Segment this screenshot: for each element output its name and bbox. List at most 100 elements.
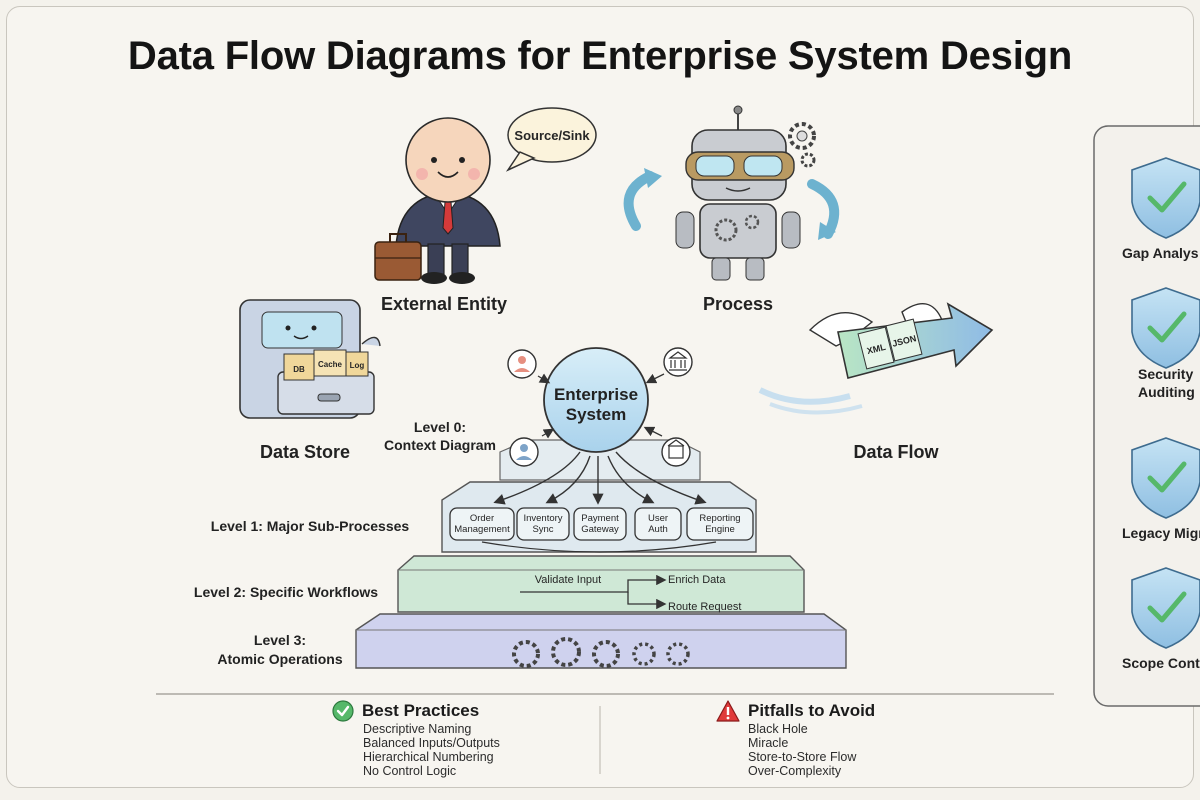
folder-cache: Cache	[313, 349, 347, 377]
workflow-enrich-data: Enrich Data	[668, 574, 726, 586]
gear-icon	[666, 642, 690, 666]
workflow-validate-input: Validate Input	[535, 574, 601, 586]
best-practices-panel: Best Practices Descriptive Naming Balanc…	[332, 700, 592, 778]
pitfall-item: Store-to-Store Flow	[748, 750, 857, 764]
center-sphere: Enterprise System	[543, 347, 649, 453]
sidebar-item-label: Gap Analys	[1122, 245, 1199, 261]
best-practices-list: Descriptive Naming Balanced Inputs/Outpu…	[332, 722, 592, 778]
shield-check-icon	[1131, 287, 1200, 369]
context-entities	[507, 347, 693, 467]
data-store-figure: DB Cache Log Data Store	[239, 299, 381, 462]
sidebar-item-label: Auditing	[1138, 384, 1195, 400]
best-practice-item: No Control Logic	[363, 764, 457, 778]
warning-icon	[716, 700, 740, 722]
sidebar-item: Legacy Migra	[1122, 437, 1200, 541]
level2-label: Level 2: Specific Workflows	[194, 584, 378, 600]
process-figure: Process	[623, 105, 840, 314]
level1-label: Level 1: Major Sub-Processes	[211, 518, 410, 534]
best-practice-item: Hierarchical Numbering	[363, 750, 494, 764]
best-practice-item: Descriptive Naming	[363, 722, 472, 736]
best-practices-heading-row: Best Practices	[332, 700, 592, 722]
process-label: Process	[703, 294, 773, 314]
json-document: JSON	[885, 318, 923, 362]
gear-icon	[592, 640, 620, 668]
shield-check-icon	[1131, 567, 1200, 649]
sidebar-item-label: Security	[1138, 366, 1193, 382]
folder-db-label: DB	[293, 365, 305, 374]
sidebar-item: Scope Cont	[1122, 567, 1200, 671]
pitfall-item: Over-Complexity	[748, 764, 842, 778]
level3-label-line1: Level 3:	[254, 632, 306, 648]
subprocess-label: Payment	[581, 513, 619, 524]
subprocess-label: Sync	[532, 524, 553, 535]
atomic-gears	[512, 637, 690, 668]
center-title-line2: System	[566, 405, 626, 424]
data-flow-figure: XML JSON Data Flow	[758, 302, 994, 462]
pitfalls-heading: Pitfalls to Avoid	[748, 701, 876, 720]
speech-bubble: Source/Sink	[505, 107, 597, 172]
workflow-route-request: Route Request	[668, 601, 741, 613]
folder-db: DB	[283, 353, 315, 381]
page-title: Data Flow Diagrams for Enterprise System…	[127, 34, 1073, 78]
folder-log: Log	[345, 351, 369, 377]
subprocess-label: User	[648, 513, 668, 524]
pitfalls-heading-row: Pitfalls to Avoid	[716, 700, 976, 722]
shield-check-icon	[1131, 157, 1200, 239]
center-to-subprocess-arrows	[493, 451, 707, 505]
gear-icon	[632, 642, 656, 666]
external-entity-figure: Source/Sink External Entity	[374, 107, 597, 314]
subprocess-label: Gateway	[581, 524, 619, 535]
sidebar-item: Gap Analys	[1122, 157, 1200, 261]
subprocess-row: OrderManagementInventorySyncPaymentGatew…	[449, 507, 754, 541]
folder-cache-label: Cache	[318, 360, 343, 369]
subprocess-label: Reporting	[699, 513, 740, 524]
xml-document: XML	[857, 326, 895, 370]
pitfall-item: Miracle	[748, 736, 789, 750]
subprocess-label: Management	[454, 524, 510, 535]
gear-icon	[788, 122, 816, 168]
bank-icon	[663, 347, 693, 377]
sidebar-panel	[1093, 125, 1200, 707]
level2-slab	[397, 555, 805, 613]
external-entity-label: External Entity	[381, 294, 507, 314]
center-title-line1: Enterprise	[554, 385, 638, 404]
pitfalls-list: Black Hole Miracle Store-to-Store Flow O…	[716, 722, 976, 778]
data-store-label: Data Store	[260, 442, 350, 462]
speech-bubble-text: Source/Sink	[514, 128, 590, 143]
shield-check-icon	[1131, 437, 1200, 519]
best-practices-heading: Best Practices	[362, 701, 480, 720]
building-icon	[661, 437, 691, 467]
data-flow-label: Data Flow	[853, 442, 939, 462]
gear-icon	[512, 640, 540, 668]
best-practice-item: Balanced Inputs/Outputs	[363, 736, 500, 750]
folder-log-label: Log	[350, 361, 365, 370]
briefcase-icon	[374, 233, 422, 281]
subprocess-label: Inventory	[523, 513, 562, 524]
subprocess-label: Auth	[648, 524, 668, 535]
pitfalls-panel: Pitfalls to Avoid Black Hole Miracle Sto…	[716, 700, 976, 778]
xml-label: XML	[866, 342, 887, 356]
subprocess-label: Order	[470, 513, 494, 524]
pitfall-item: Black Hole	[748, 722, 808, 736]
level0-label-line2: Context Diagram	[384, 437, 496, 453]
cycle-arrow-left-icon	[623, 171, 655, 231]
gear-icon	[551, 637, 581, 667]
user-icon	[509, 437, 539, 467]
sidebar-item-label: Scope Cont	[1122, 655, 1200, 671]
cycle-arrow-right-icon	[807, 179, 840, 239]
check-circle-icon	[332, 700, 354, 722]
workflow-lines	[520, 574, 667, 610]
subprocess-label: Engine	[705, 524, 735, 535]
level0-label-line1: Level 0:	[414, 419, 466, 435]
sidebar-item-label: Legacy Migra	[1122, 525, 1200, 541]
user-icon	[507, 349, 537, 379]
